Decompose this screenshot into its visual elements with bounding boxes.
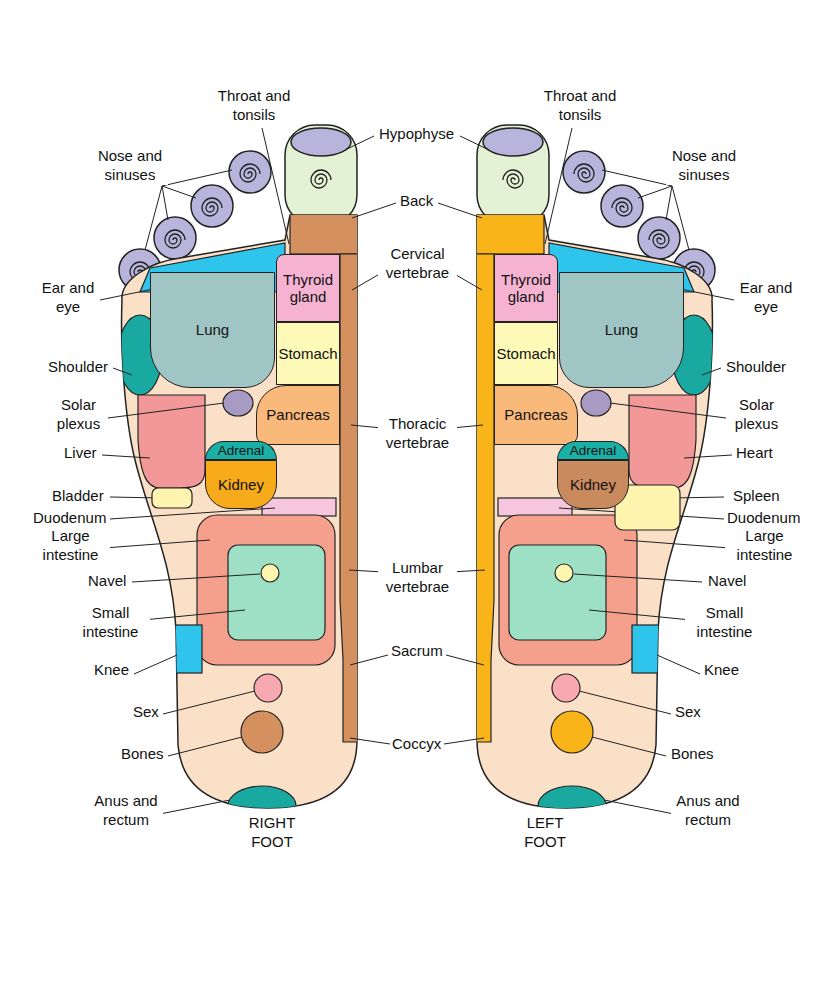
left-foot <box>438 125 734 826</box>
reflex-zone: Pancreas <box>256 385 340 445</box>
reflex-zone: Stomach <box>494 322 558 385</box>
part-label: Sex <box>131 703 161 722</box>
reflex-zone: Stomach <box>276 322 340 385</box>
part-label: Duodenum <box>31 509 108 528</box>
part-label: Lumbar vertebrae <box>378 559 457 597</box>
zone-label: Thyroid gland <box>495 271 557 306</box>
part-label: LEFT FOOT <box>518 814 572 852</box>
part-label: RIGHT FOOT <box>240 814 304 852</box>
reflex-zone: Lung <box>559 272 684 388</box>
part-label: Navel <box>86 572 128 591</box>
part-label: Throat and tonsils <box>212 87 296 125</box>
zone-label: Stomach <box>494 345 557 362</box>
part-label: Large intestine <box>31 527 110 565</box>
part-label: Shoulder <box>724 358 788 377</box>
zone-label: Pancreas <box>502 406 569 423</box>
part-label: Ear and eye <box>734 279 798 317</box>
reflex-zone: Adrenal <box>557 441 629 460</box>
right-foot <box>100 125 396 826</box>
zone-label: Pancreas <box>264 406 331 423</box>
part-label: Spleen <box>731 487 782 506</box>
part-label: Sex <box>673 703 703 722</box>
reflex-zone: Pancreas <box>494 385 578 445</box>
part-label: Knee <box>92 661 131 680</box>
part-label: Sacrum <box>389 642 445 661</box>
bladder-zone <box>152 488 192 508</box>
part-label: Bones <box>669 745 716 764</box>
zone-label: Adrenal <box>216 443 267 459</box>
part-label: Bladder <box>50 487 106 506</box>
part-label: Anus and rectum <box>89 792 163 830</box>
part-label: Small intestine <box>685 604 764 642</box>
zone-label: Kidney <box>216 476 266 493</box>
reflex-zone: Kidney <box>205 460 277 509</box>
reflex-zone: Adrenal <box>205 441 277 460</box>
zone-label: Stomach <box>276 345 339 362</box>
part-label: Throat and tonsils <box>538 87 622 125</box>
zone-label: Adrenal <box>568 443 619 459</box>
part-label: Large intestine <box>725 527 804 565</box>
zone-label: Thyroid gland <box>277 271 339 306</box>
part-label: Bones <box>119 745 166 764</box>
part-label: Back <box>398 192 435 211</box>
zone-label: Lung <box>603 321 640 338</box>
part-label: Duodenum <box>725 509 802 528</box>
part-label: Heart <box>734 444 775 463</box>
part-label: Nose and sinuses <box>92 147 168 185</box>
part-label: Small intestine <box>71 604 150 642</box>
reflex-zone: Lung <box>150 272 275 388</box>
reflex-zone: Kidney <box>557 460 629 509</box>
part-label: Liver <box>62 444 99 463</box>
reflex-zone: Thyroid gland <box>276 254 340 322</box>
zone-label: Lung <box>194 321 231 338</box>
part-label: Coccyx <box>390 735 443 754</box>
part-label: Ear and eye <box>36 279 100 317</box>
part-label: Cervical vertebrae <box>378 245 457 283</box>
part-label: Hypophyse <box>377 125 456 144</box>
part-label: Shoulder <box>46 358 110 377</box>
part-label: Thoracic vertebrae <box>378 415 457 453</box>
part-label: Solar plexus <box>49 396 108 434</box>
zone-label: Kidney <box>568 476 618 493</box>
part-label: Knee <box>702 661 741 680</box>
part-label: Solar plexus <box>727 396 786 434</box>
part-label: Nose and sinuses <box>666 147 742 185</box>
reflex-zone: Thyroid gland <box>494 254 558 322</box>
part-label: Navel <box>706 572 748 591</box>
part-label: Anus and rectum <box>671 792 745 830</box>
